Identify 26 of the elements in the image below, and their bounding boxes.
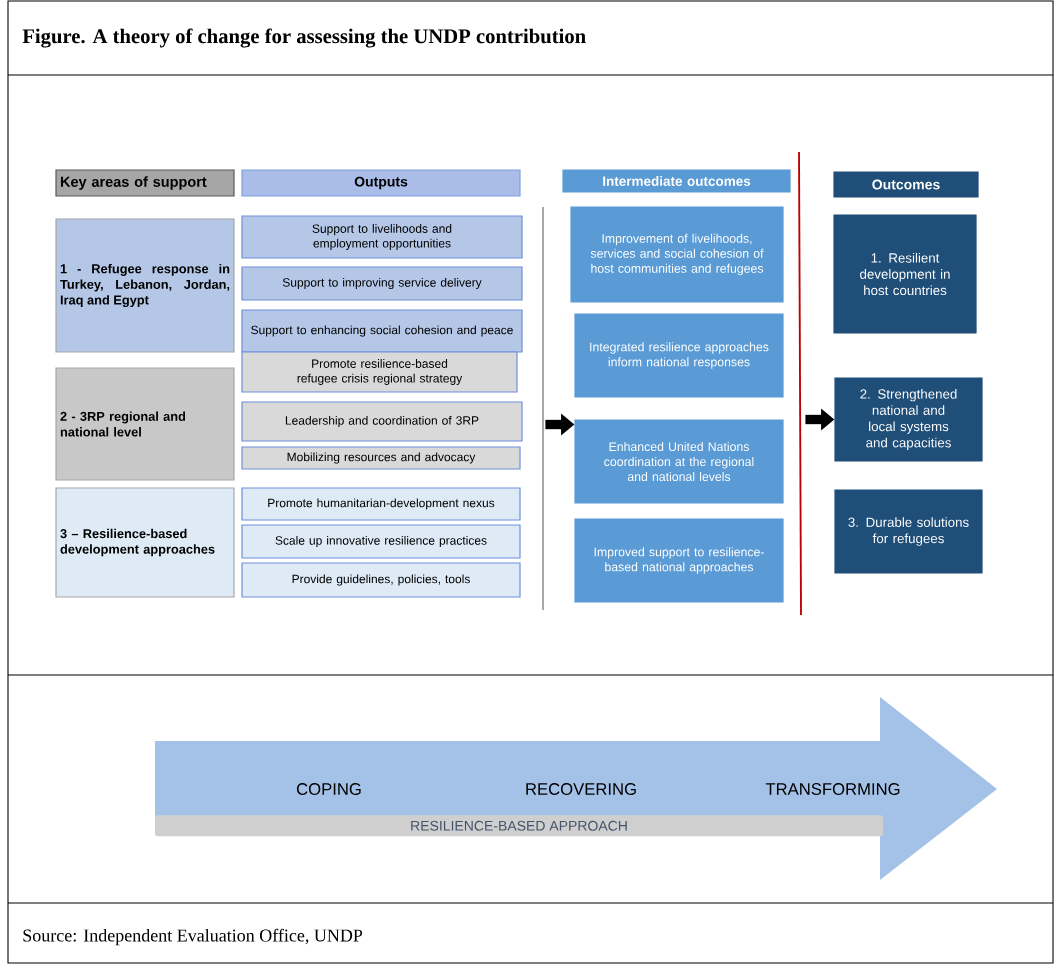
source-note: Source: Independent Evaluation Office, UNDP bbox=[23, 928, 363, 946]
output-box: Support to improving service delivery bbox=[241, 266, 523, 301]
figure-title: Figure. A theory of change for assessing the UNDP contribution bbox=[22, 28, 586, 48]
column-header: Outcomes bbox=[833, 171, 979, 198]
column-header: Intermediate outcomes bbox=[562, 169, 791, 193]
outcome-box: 3. Durable solutions for refugees bbox=[834, 489, 983, 574]
output-box: Mobilizing resources and advocacy bbox=[241, 446, 521, 470]
outcome-box: 2. Strengthened national and local systems and capacities bbox=[834, 377, 983, 462]
output-box: Support to livelihoods and employment opportunities bbox=[241, 215, 523, 259]
outcome-box: 1. Resilient development in host countries bbox=[833, 214, 977, 334]
approach-band: RESILIENCE-BASED APPROACH bbox=[155, 815, 883, 837]
support-area-box: 2 - 3RP regional and national level bbox=[55, 367, 235, 481]
intermediate-outcome-box: Improvement of livelihoods, services and social cohesion of host communities and refugees bbox=[570, 206, 784, 303]
output-box: Support to enhancing social cohesion and peace bbox=[241, 309, 523, 353]
output-box: Promote humanitarian-development nexus bbox=[241, 487, 521, 521]
intermediate-outcome-box: Improved support to resilience-based national approaches bbox=[574, 518, 784, 603]
intermediate-outcome-box: Integrated resilience approaches inform national responses bbox=[574, 313, 784, 398]
support-area-box: 3 – Resilience-based development approaches bbox=[55, 487, 235, 598]
column-header: Outputs bbox=[241, 169, 521, 197]
output-box: Provide guidelines, policies, tools bbox=[241, 562, 521, 598]
output-box: Promote resilience-based refugee crisis regional strategy bbox=[241, 351, 518, 393]
output-box: Scale up innovative resilience practices bbox=[241, 524, 521, 559]
output-box: Leadership and coordination of 3RP bbox=[241, 401, 523, 442]
intermediate-outcome-box: Enhanced United Nations coordination at the regional and national levels bbox=[574, 419, 784, 504]
column-header: Key areas of support bbox=[55, 169, 235, 197]
support-area-box: 1 - Refugee response in Turkey, Lebanon, Jordan, Iraq and Egypt bbox=[55, 218, 235, 353]
